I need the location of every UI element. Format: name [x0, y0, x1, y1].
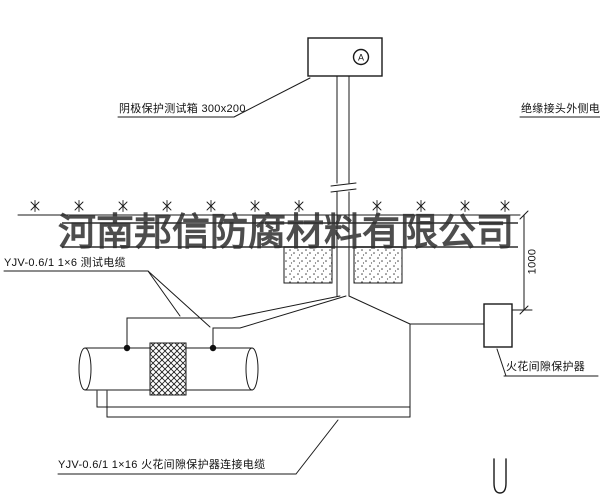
- spark-gap-protector-box: [483, 303, 513, 348]
- spark-gap-cable-riser: [348, 295, 411, 418]
- insulating-joint-hatch: [149, 342, 187, 396]
- pipe-left-end-cap: [78, 347, 92, 391]
- cables: [96, 295, 485, 418]
- concrete-block-right: [353, 246, 403, 284]
- spark-gap-cable-label: YJV-0.6/1 1×16 火花间隙保护器连接电缆: [58, 459, 266, 471]
- insulation-cable-label: 绝缘接头外侧电缆: [521, 103, 600, 115]
- spark-gap-protector: [483, 303, 513, 348]
- ground-rod-symbol: [493, 458, 507, 494]
- leader-diagonal-test-cable-1: [147, 270, 181, 317]
- pipe-right-end-cap: [245, 347, 259, 391]
- ammeter-letter: A: [358, 53, 364, 63]
- soil-marks: [30, 200, 510, 212]
- test-cable-1: [126, 295, 341, 347]
- leader-diagonal-test-box: [233, 77, 311, 118]
- ground-line-group: [17, 200, 521, 216]
- leader-lines: [3, 77, 600, 475]
- concrete-block-left: [283, 246, 333, 284]
- ground-rod-shape: [493, 458, 507, 494]
- dimension-1000: [511, 210, 533, 315]
- pole-break-line-1: [330, 182, 357, 187]
- test-box: A: [307, 37, 383, 77]
- test-cable-label: YJV-0.6/1 1×6 测试电缆: [4, 257, 126, 269]
- concrete-foundations: [283, 246, 403, 284]
- leader-diagonal-spark-gap: [496, 348, 507, 377]
- leader-diagonal-test-cable-2: [147, 270, 211, 328]
- leader-diagonal-spark-cable: [295, 419, 339, 475]
- test-cable-2: [212, 295, 347, 347]
- pipeline: [78, 342, 259, 396]
- pole-break-line-2: [330, 188, 357, 193]
- ammeter-icon: [352, 48, 370, 66]
- cable-weld-dot-left: [123, 344, 131, 352]
- support-pole: [330, 75, 357, 297]
- dimension-tick-top: [519, 210, 529, 220]
- spark-gap-label: 火花间隙保护器: [506, 361, 586, 373]
- dimension-text: 1000: [526, 248, 539, 275]
- test-box-label: 阴极保护测试箱 300x200: [119, 103, 246, 115]
- cable-weld-dot-right: [209, 344, 217, 352]
- test-box-outline: [307, 37, 383, 77]
